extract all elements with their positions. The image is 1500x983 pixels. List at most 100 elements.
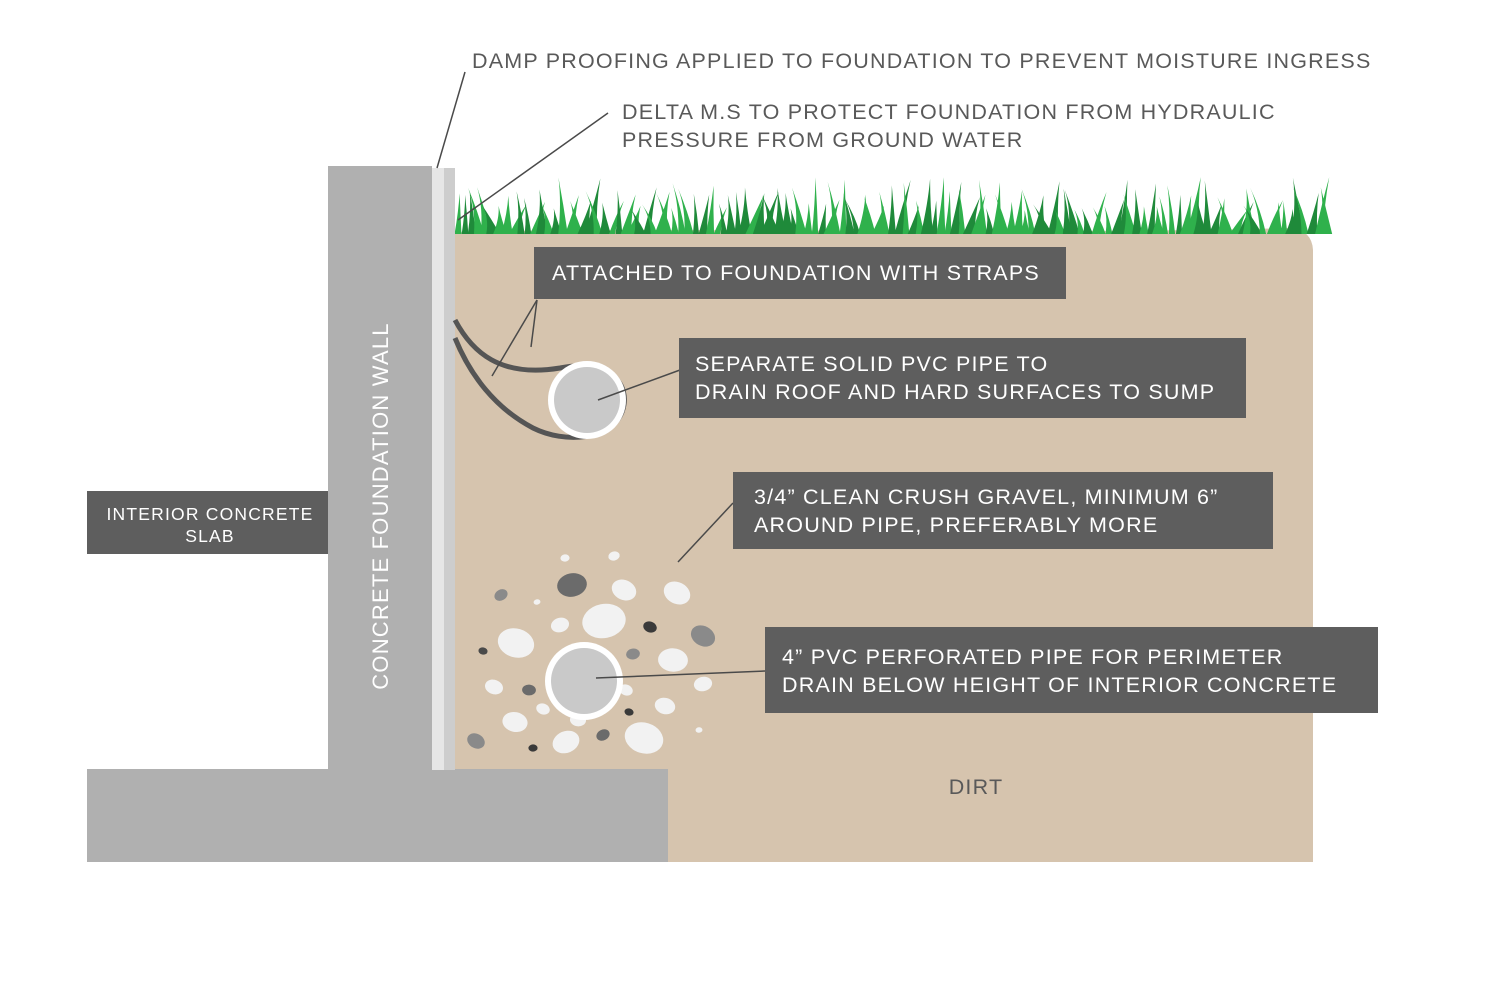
- grass-blade: [725, 195, 737, 234]
- gravel-stone: [494, 589, 508, 601]
- grass-blade: [949, 181, 962, 234]
- concrete-foundation-wall: [328, 166, 432, 770]
- grass-blade: [991, 182, 1003, 234]
- straps-label: ATTACHED TO FOUNDATION WITH STRAPS: [552, 261, 1040, 285]
- gravel-stone: [502, 711, 528, 733]
- grass-blade: [843, 193, 855, 234]
- gravel-label-line1: 3/4” CLEAN CRUSH GRAVEL, MINIMUM 6”: [754, 485, 1219, 509]
- grass-blade: [879, 191, 890, 234]
- delta-ms-label-line2: PRESSURE FROM GROUND WATER: [622, 128, 1024, 152]
- grass-blade: [570, 201, 583, 234]
- grass-blade: [978, 179, 987, 234]
- grass-blade: [773, 187, 787, 234]
- grass-blade: [936, 177, 946, 234]
- grass-blade: [902, 182, 910, 234]
- grass-blade: [671, 207, 679, 234]
- gravel-label-line2: AROUND PIPE, PREFERABLY MORE: [754, 513, 1158, 537]
- grass-blade: [792, 187, 807, 234]
- grass-blade: [535, 189, 549, 234]
- grass-blade: [1132, 189, 1142, 234]
- grass-blade: [698, 194, 710, 234]
- grass-blade: [481, 204, 500, 234]
- grass-blade: [631, 209, 646, 234]
- grass-blade: [713, 207, 727, 234]
- leader-straps-1: [491, 299, 538, 377]
- leader-straps-2: [530, 299, 538, 348]
- grass-blade: [962, 197, 980, 234]
- solid-pvc-pipe-core: [554, 367, 620, 433]
- grass: [454, 177, 1333, 234]
- grass-blade: [1280, 201, 1288, 234]
- grass-blade: [1081, 208, 1093, 234]
- straps-label-box: [534, 247, 1066, 299]
- wall-label: CONCRETE FOUNDATION WALL: [368, 322, 393, 689]
- grass-blade: [818, 203, 827, 234]
- grass-blade: [599, 202, 611, 234]
- gravel-stone: [624, 708, 634, 716]
- grass-blade: [558, 177, 568, 234]
- gravel-stone: [690, 625, 716, 647]
- grass-blade: [1013, 190, 1023, 234]
- gravel-stone: [557, 573, 587, 597]
- interior-slab-box: [87, 491, 328, 554]
- gravel-stone: [608, 551, 620, 561]
- grass-blade: [524, 198, 532, 234]
- gravel-stone: [497, 628, 535, 658]
- grass-blade: [1250, 187, 1267, 234]
- grass-blade: [565, 195, 579, 234]
- grass-blade: [1062, 188, 1072, 234]
- grass-blade: [550, 208, 562, 234]
- grass-blade: [888, 185, 896, 234]
- grass-blade: [944, 191, 952, 234]
- grass-blade: [1147, 183, 1157, 234]
- grass-blade: [915, 200, 925, 234]
- grass-blade: [907, 205, 919, 234]
- gravel-stone: [611, 579, 637, 601]
- gravel-label-box: [733, 472, 1273, 549]
- gravel-stone: [467, 733, 485, 749]
- gravel-stone: [663, 581, 691, 605]
- grass-blade: [1193, 199, 1207, 234]
- grass-blade: [745, 194, 765, 234]
- grass-blade: [1139, 206, 1149, 234]
- delta-ms-membrane: [444, 168, 455, 770]
- grass-blade: [844, 198, 861, 234]
- grass-blade: [620, 194, 636, 234]
- gravel-stone: [658, 648, 688, 672]
- grass-blade: [1229, 209, 1248, 234]
- solid-pipe-label-box: [679, 338, 1246, 418]
- gravel-stone: [522, 684, 536, 696]
- gravel-stone: [582, 603, 626, 639]
- grass-blade: [1217, 198, 1225, 234]
- grass-blade: [811, 177, 819, 234]
- gravel-stone: [484, 679, 504, 695]
- grass-blade: [1005, 201, 1017, 234]
- grass-blade: [930, 200, 938, 234]
- grass-blade: [1175, 194, 1183, 234]
- grass-blade: [1021, 188, 1036, 234]
- grass-blade: [823, 199, 840, 234]
- grass-blade: [509, 204, 527, 234]
- grass-blade: [780, 192, 794, 234]
- gravel-stone: [560, 554, 570, 562]
- grass-blade: [1104, 206, 1113, 234]
- perforated-pipe-label-line1: 4” PVC PERFORATED PIPE FOR PERIMETER: [782, 645, 1284, 669]
- grass-blade: [734, 192, 742, 234]
- grass-blade: [585, 191, 603, 234]
- grass-blade: [692, 193, 700, 234]
- grass-blade: [761, 195, 780, 234]
- grass-blade: [1208, 204, 1222, 234]
- perforated-pipe-label-box: [765, 627, 1378, 713]
- grass-blade: [1118, 179, 1128, 234]
- grass-blade: [958, 189, 966, 234]
- perforated-pvc-pipe-core: [551, 648, 617, 714]
- grass-blade: [1020, 209, 1030, 234]
- grass-blade: [615, 190, 623, 234]
- gravel-stone: [626, 648, 640, 660]
- grass-blade: [1243, 205, 1262, 234]
- dirt-label: DIRT: [949, 775, 1004, 799]
- grass-blade: [1054, 209, 1066, 234]
- grass-blade: [985, 208, 995, 234]
- gravel-stone: [552, 730, 580, 754]
- grass-blade: [1092, 207, 1106, 234]
